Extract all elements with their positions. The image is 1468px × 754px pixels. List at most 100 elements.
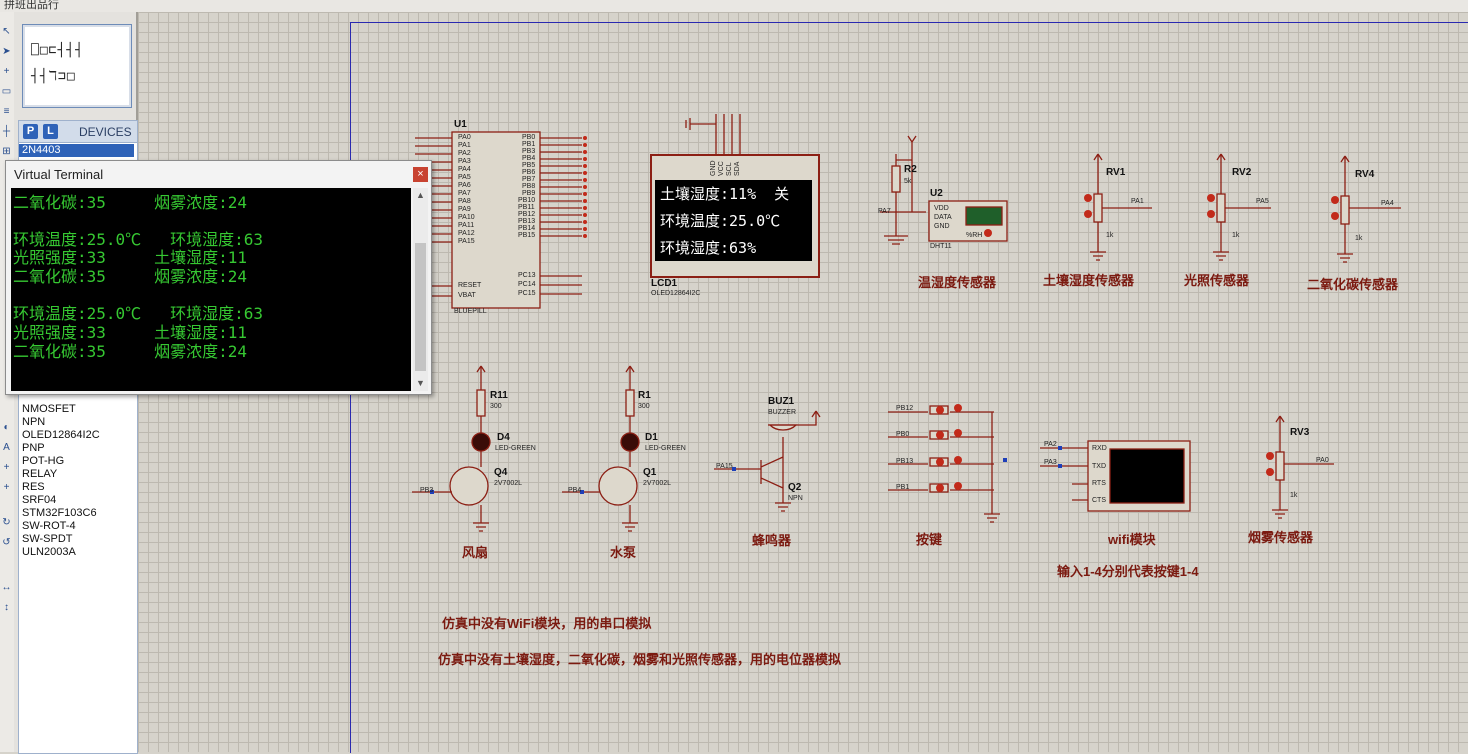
device-item[interactable]: NPN (22, 416, 46, 428)
scrollbar-thumb[interactable] (415, 243, 426, 371)
mcu-pin-pb4: PB4 (522, 155, 536, 162)
note-wifi: 仿真中没有WiFi模块，用的串口模拟 (442, 616, 652, 631)
pick-devices-button[interactable]: P (23, 124, 38, 139)
scroll-down-icon[interactable]: ▼ (416, 378, 425, 388)
mcu-pin-pa9: PA9 (458, 206, 471, 213)
mirror-h-icon[interactable]: ↔ (1, 582, 12, 593)
component-tool-icon[interactable]: ➤ (2, 46, 11, 57)
devices-header: P L DEVICES (18, 120, 138, 144)
mcu-pin-pa1: PA1 (458, 142, 471, 149)
library-button[interactable]: L (43, 124, 58, 139)
preview-glyphs-1: ⎕□⊏┤┤┤ (31, 43, 84, 58)
label-smoke: 烟雾传感器 (1248, 530, 1314, 545)
mcu-pin-pb0: PB0 (522, 134, 536, 141)
terminal-scrollbar[interactable]: ▲ ▼ (413, 188, 428, 391)
device-item[interactable]: SW-ROT-4 (22, 520, 76, 532)
device-item[interactable]: SRF04 (22, 494, 57, 506)
device-item[interactable]: RELAY (22, 468, 58, 480)
terminal-line: 环境温度:25.0℃ 环境湿度:63 (13, 304, 263, 323)
virtual-terminal-window[interactable]: Virtual Terminal × 二氧化碳:35 烟雾浓度:24 环境温度:… (5, 160, 432, 395)
mirror-v-icon[interactable]: ↕ (4, 602, 9, 613)
q1-part: 2V7002L (643, 480, 672, 487)
select-tool-icon[interactable]: ↖ (2, 26, 11, 37)
net-pa4: PA4 (1381, 200, 1394, 207)
device-item[interactable]: NMOSFET (22, 403, 76, 415)
junction-tool-icon[interactable]: + (3, 66, 10, 77)
probe-tool-icon[interactable]: + (3, 482, 10, 493)
device-item[interactable]: SW-SPDT (22, 533, 73, 545)
terminal-line: 环境温度:25.0℃ 环境湿度:63 (13, 230, 263, 249)
label-keys: 按键 (916, 532, 943, 547)
preview-glyphs-2: ┤┤ℸ⊐□ (31, 69, 76, 84)
device-item[interactable]: OLED12864I2C (22, 429, 100, 441)
mcu-pin-pb1: PB1 (522, 141, 536, 148)
terminal-line: 光照强度:33 土壤湿度:11 (13, 323, 247, 342)
oled-screen: 土壤湿度:11% 关 环境温度:25.0℃ 环境湿度:63% (655, 180, 812, 261)
bus-tool-icon[interactable]: ┼ (2, 126, 11, 137)
u2-ref: U2 (930, 188, 943, 199)
r2-value: 5k (904, 178, 912, 185)
scroll-up-icon[interactable]: ▲ (416, 190, 425, 200)
rv1-value: 1k (1106, 232, 1114, 239)
text-tool-icon[interactable]: ≡ (3, 106, 10, 117)
graph-tool-icon[interactable]: + (3, 462, 10, 473)
terminal-screen[interactable]: 二氧化碳:35 烟雾浓度:24 环境温度:25.0℃ 环境湿度:63 光照强度:… (11, 188, 411, 391)
label-light-sensor: 光照传感器 (1184, 273, 1250, 288)
mcu-pin-pc14: PC14 (518, 281, 536, 288)
device-item[interactable]: STM32F103C6 (22, 507, 97, 519)
label-tool-icon[interactable]: ▭ (1, 86, 12, 97)
mcu-pin-pb13: PB13 (518, 218, 536, 225)
device-item[interactable]: PNP (22, 442, 45, 454)
lcd-pin-sda: SDA (734, 161, 741, 176)
lcd-pin-scl: SCL (726, 162, 733, 176)
mcu-pin-pb11: PB11 (518, 204, 535, 211)
oled-line-2: 环境温度:25.0℃ (660, 212, 781, 230)
mcu-pin-pa0: PA0 (458, 134, 471, 141)
r2-ref: R2 (904, 164, 917, 175)
net-pa1: PA1 (1131, 198, 1144, 205)
pin-tool-icon[interactable]: A (3, 442, 10, 453)
device-item[interactable]: POT-HG (22, 455, 65, 467)
schematic-canvas[interactable] (138, 12, 1468, 752)
mcu-pin-pa7: PA7 (458, 190, 471, 197)
mcu-pin-pa4: PA4 (458, 166, 471, 173)
label-soil-sensor: 土壤湿度传感器 (1043, 273, 1135, 288)
net-pa0: PA0 (1316, 457, 1329, 464)
r1-ref: R1 (638, 390, 651, 401)
mcu-pin-pa5: PA5 (458, 174, 471, 181)
rv4-value: 1k (1355, 235, 1363, 242)
mcu-pin-vbat: VBAT (458, 292, 476, 299)
wifi-pin-cts: CTS (1092, 497, 1106, 504)
dht-rh-label: %RH (966, 232, 983, 239)
buz1-ref: BUZ1 (768, 396, 795, 407)
terminal-tool-icon[interactable]: ◐ (3, 422, 10, 433)
window-title: 拼班出品行 (4, 0, 59, 11)
component-preview: ⎕□⊏┤┤┤ ┤┤ℸ⊐□ (22, 24, 132, 108)
device-item[interactable]: ULN2003A (22, 546, 76, 558)
net-pb1: PB1 (896, 484, 910, 491)
close-button[interactable]: × (413, 167, 428, 182)
q4-ref: Q4 (494, 467, 508, 478)
terminal-line: 二氧化碳:35 烟雾浓度:24 (13, 267, 247, 286)
oled-line-3: 环境湿度:63% (660, 239, 757, 257)
d4-ref: D4 (497, 432, 510, 443)
device-item[interactable]: RES (22, 481, 45, 493)
rotate-cw-icon[interactable]: ↻ (2, 517, 11, 528)
dht-pin-vdd: VDD (934, 205, 949, 212)
device-item-selected[interactable]: 2N4403 (19, 144, 134, 157)
q1-ref: Q1 (643, 467, 657, 478)
r11-ref: R11 (490, 390, 508, 401)
net-pa2: PA2 (1044, 441, 1057, 448)
terminal-line: 光照强度:33 土壤湿度:11 (13, 248, 247, 267)
mcu-ref: U1 (454, 119, 467, 130)
rv2-ref: RV2 (1232, 167, 1252, 178)
mcu-part: BLUEPILL (454, 308, 487, 315)
virtual-terminal-title: Virtual Terminal (14, 167, 104, 182)
subcircuit-tool-icon[interactable]: ⊞ (2, 146, 11, 157)
mcu-body (451, 131, 541, 309)
mcu-pin-pb14: PB14 (518, 225, 536, 232)
mcu-pin-pa2: PA2 (458, 150, 471, 157)
lcd-pin-gnd: GND (710, 160, 717, 176)
rv2-value: 1k (1232, 232, 1240, 239)
rotate-ccw-icon[interactable]: ↺ (2, 537, 11, 548)
